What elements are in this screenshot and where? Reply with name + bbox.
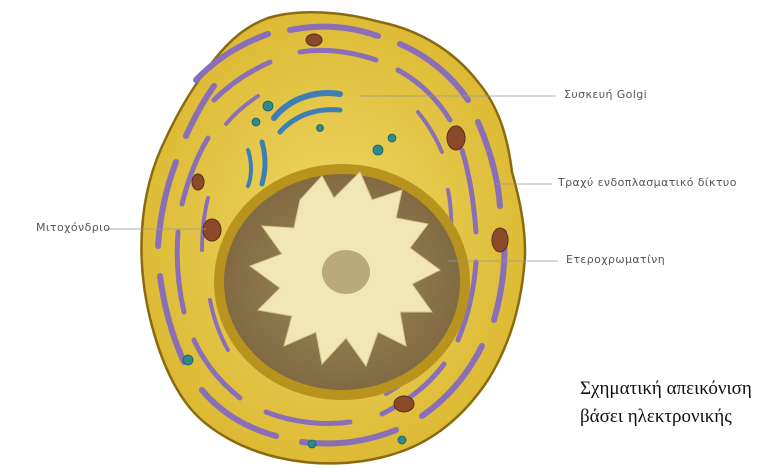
label-rough-er: Τραχύ ενδοπλασματικό δίκτυο — [558, 176, 737, 189]
label-mitochondrion: Μιτοχόνδριο — [36, 221, 110, 234]
label-heterochromatin: Ετεροχρωματίνη — [566, 253, 665, 266]
caption-line-2: βάσει ηλεκτρονικής — [580, 406, 759, 428]
label-golgi: Συσκευή Golgi — [564, 88, 647, 101]
caption-line-1: Σχηματική απεικόνιση — [580, 378, 759, 400]
nucleus — [214, 164, 470, 400]
nucleolus — [322, 250, 370, 294]
